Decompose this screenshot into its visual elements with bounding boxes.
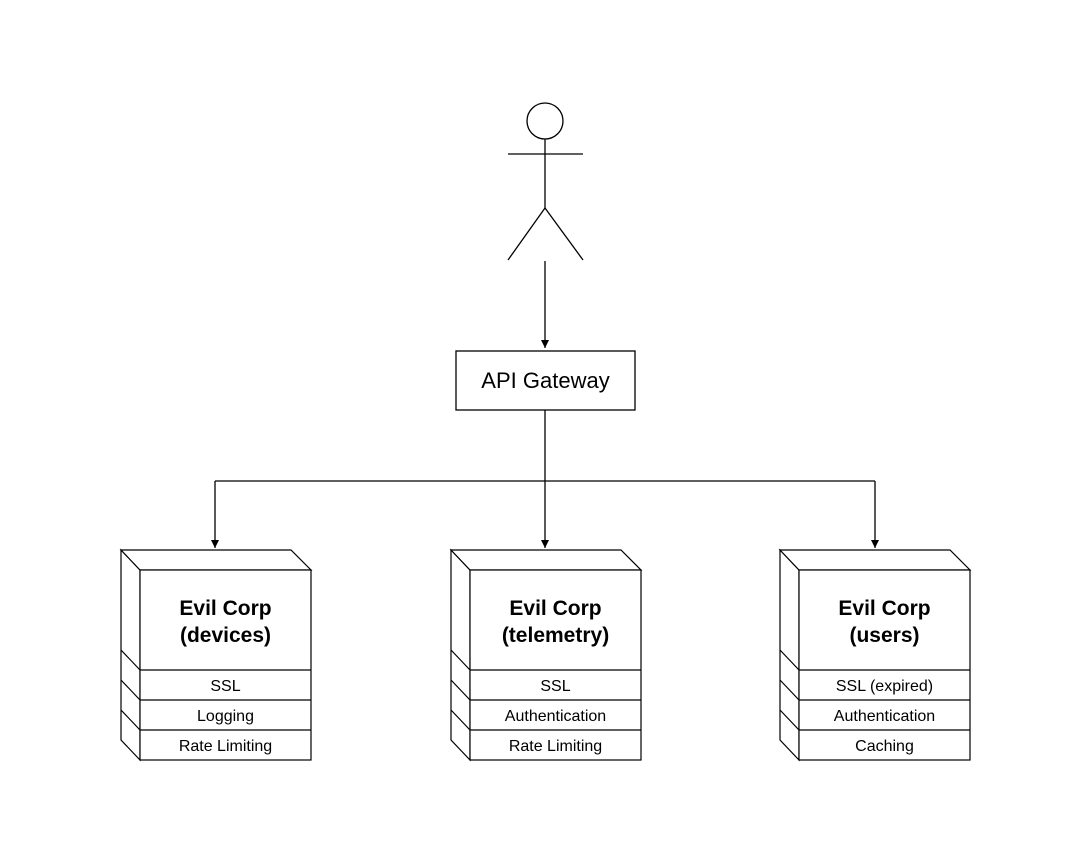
service-row-label: SSL (expired) — [836, 678, 933, 695]
service-row-label: Rate Limiting — [179, 738, 272, 755]
side-divider — [120, 679, 141, 701]
side-divider — [450, 709, 471, 731]
service-node-users[interactable]: Evil Corp (users) SSL (expired) Authenti… — [778, 548, 972, 762]
actor-head — [526, 102, 564, 140]
side-divider — [120, 649, 141, 671]
side-divider — [779, 709, 800, 731]
service-title-line2: (users) — [849, 624, 919, 647]
user-actor-icon — [507, 102, 584, 261]
actor-right-leg — [544, 207, 584, 261]
api-gateway-label: API Gateway — [481, 368, 609, 393]
service-row-label: Rate Limiting — [509, 738, 602, 755]
gateway-connectors — [211, 410, 879, 548]
side-divider — [779, 679, 800, 701]
service-node-devices[interactable]: Evil Corp (devices) SSL Logging Rate Lim… — [119, 548, 313, 762]
service-node-telemetry[interactable]: Evil Corp (telemetry) SSL Authentication… — [449, 548, 643, 762]
node-front-face — [469, 569, 642, 761]
side-divider — [450, 649, 471, 671]
service-row-label: SSL — [210, 678, 240, 695]
service-title-line1: Evil Corp — [509, 597, 601, 620]
service-row-label: Caching — [855, 738, 914, 755]
node-3d-top-face — [449, 549, 643, 571]
side-divider — [120, 709, 141, 731]
actor-left-leg — [507, 207, 546, 261]
api-gateway-node[interactable]: API Gateway — [455, 350, 636, 411]
service-title-line1: Evil Corp — [838, 597, 930, 620]
side-divider — [779, 649, 800, 671]
side-divider — [450, 679, 471, 701]
node-3d-top-face — [778, 549, 972, 571]
node-3d-left-face — [450, 548, 471, 762]
service-row-label: Authentication — [505, 708, 606, 725]
service-title-line2: (devices) — [180, 624, 271, 647]
node-3d-left-face — [779, 548, 800, 762]
node-front-face — [798, 569, 971, 761]
node-front-face — [139, 569, 312, 761]
service-row-label: SSL — [540, 678, 570, 695]
service-row-label: Authentication — [834, 708, 935, 725]
node-3d-top-face — [119, 549, 313, 571]
service-title-line1: Evil Corp — [179, 597, 271, 620]
service-row-label: Logging — [197, 708, 254, 725]
service-title-line2: (telemetry) — [502, 624, 609, 647]
node-3d-left-face — [120, 548, 141, 762]
api-gateway-box — [455, 350, 636, 411]
